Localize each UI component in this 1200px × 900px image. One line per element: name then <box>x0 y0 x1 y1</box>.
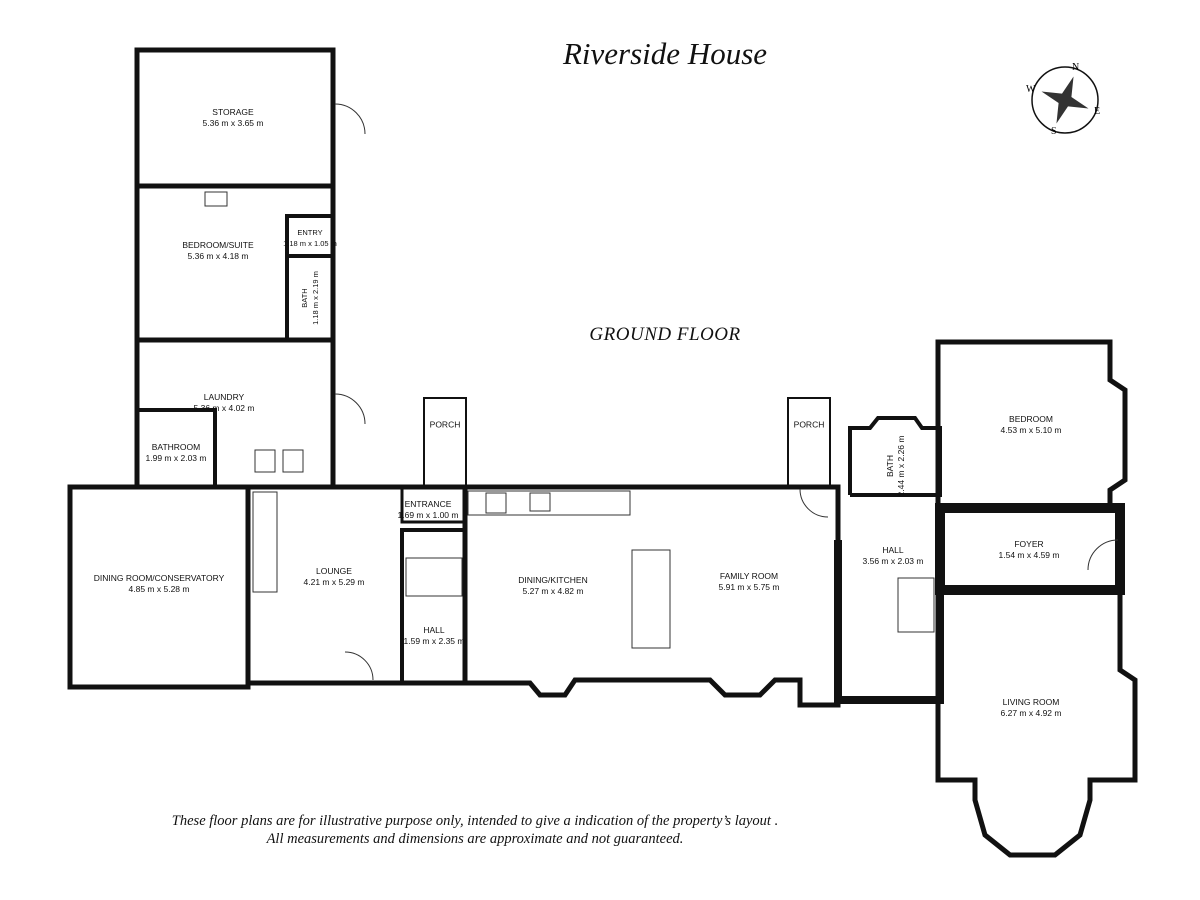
wall-entrance <box>400 487 465 524</box>
compass-e: E <box>1094 106 1101 117</box>
wall-foyer <box>935 503 1125 595</box>
page-title: Riverside House <box>562 36 768 71</box>
wall-living-room <box>935 590 1138 858</box>
lounge-fireplace <box>252 491 278 593</box>
floor-label: GROUND FLOOR <box>589 324 741 345</box>
compass-n: N <box>1072 62 1080 73</box>
disclaimer-line-2: All measurements and dimensions are appr… <box>266 831 684 847</box>
dryer-icon <box>282 449 304 473</box>
wall-bedroom <box>935 339 1128 510</box>
wall-hall-west <box>400 528 467 685</box>
compass-icon <box>1031 66 1099 134</box>
compass-w: W <box>1026 84 1036 95</box>
stairs-west <box>405 557 463 597</box>
wall-kitchen-family <box>462 484 841 708</box>
fireplace-icon <box>204 191 228 207</box>
compass-s: S <box>1051 126 1057 137</box>
washer-icon <box>254 449 276 473</box>
kitchen-counter <box>467 490 631 516</box>
kitchen-island <box>631 549 671 649</box>
hob-icon <box>485 492 507 514</box>
disclaimer-line-1: These floor plans are for illustrative p… <box>171 813 779 829</box>
wall-porch-west <box>423 397 467 487</box>
door-swing <box>334 103 1119 681</box>
sink-icon <box>529 492 551 512</box>
stairs-east <box>897 577 935 633</box>
room-porch-east: PORCH <box>793 419 825 430</box>
room-porch-west: PORCH <box>429 419 461 430</box>
wall-porch-east <box>787 397 831 487</box>
